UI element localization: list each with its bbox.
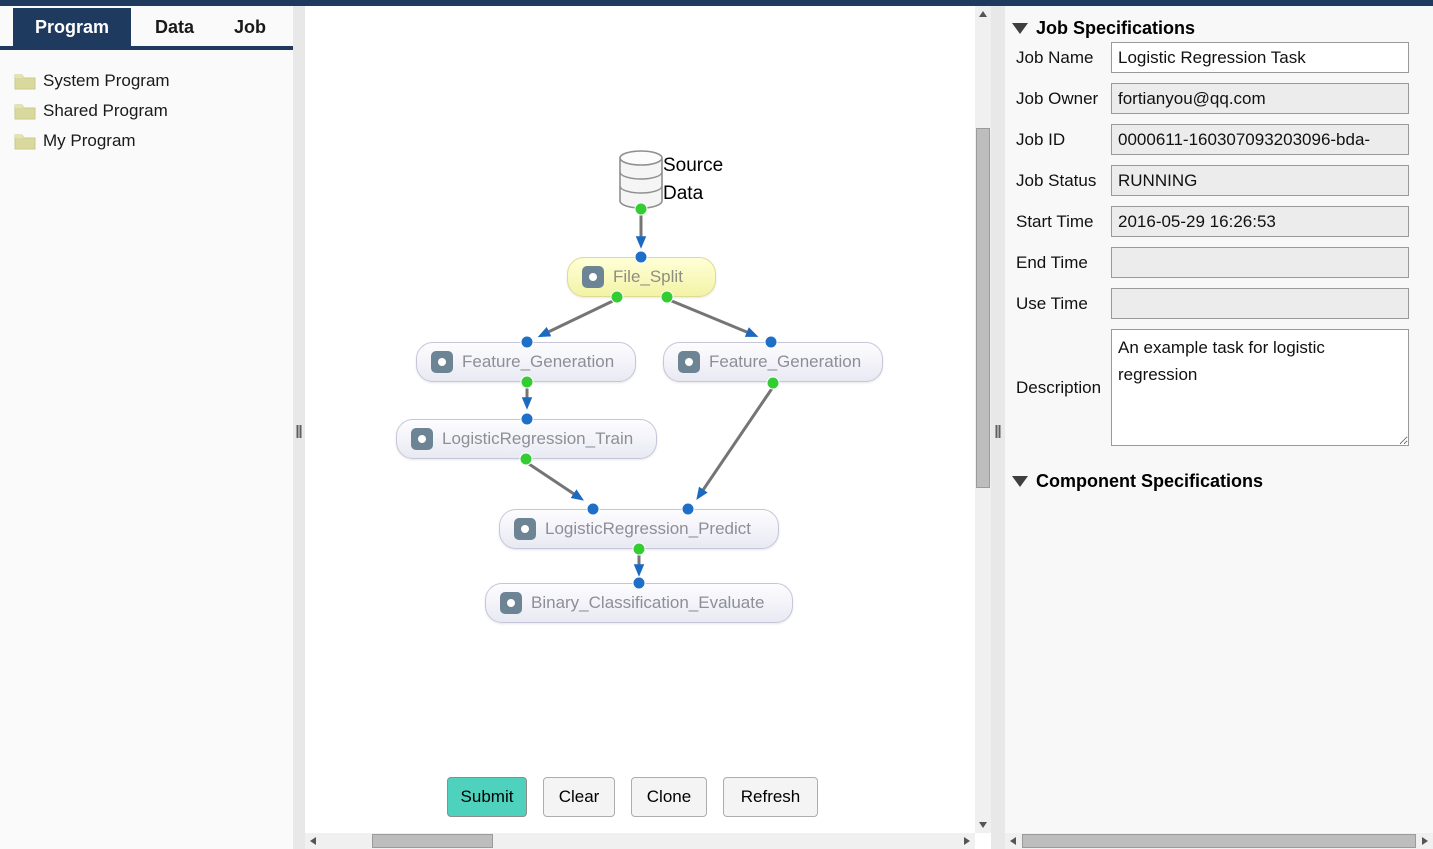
node-binary-classification-evaluate[interactable]: Binary_Classification_Evaluate [485,583,793,623]
job-specifications-header: Job Specifications [1012,14,1433,42]
edge-filesplit-to-fg-right [666,297,759,337]
node-label: Feature_Generation [709,352,862,371]
component-specifications-header: Component Specifications [1012,467,1433,495]
node-label: Feature_Generation [462,352,615,371]
field-label: Job Owner [1016,88,1099,108]
tree-item-label: System Program [43,71,170,90]
scroll-left-icon[interactable] [310,837,316,845]
edge-filesplit-to-fg-left [537,297,618,338]
component-icon [500,592,522,614]
tab-job[interactable]: Job [234,17,267,37]
tree-item-label: Shared Program [43,101,168,120]
node-logistic-regression-train[interactable]: LogisticRegression_Train [396,419,657,459]
job-id-input [1111,124,1409,155]
field-row-start-time: Start Time [1005,206,1433,237]
folder-icon [14,104,36,120]
field-row-job-status: Job Status [1005,165,1433,196]
clear-button[interactable]: Clear [543,777,615,817]
tree-item-shared-program[interactable]: Shared Program [14,96,293,126]
job-status-input [1111,165,1409,196]
collapse-triangle-icon[interactable] [1012,475,1028,487]
database-icon[interactable] [618,149,664,213]
panel-horizontal-scrollbar[interactable] [1005,833,1433,849]
component-icon [582,266,604,288]
collapse-triangle-icon[interactable] [1012,22,1028,34]
tree-item-label: My Program [43,131,136,150]
action-button-row: Submit Clear Clone Refresh [447,777,818,817]
scroll-right-icon[interactable] [964,837,970,845]
node-label: LogisticRegression_Predict [545,519,751,538]
edge-train-to-predict [525,460,584,501]
field-row-end-time: End Time [1005,247,1433,278]
component-icon [678,351,700,373]
sidebar-tabs: Program Data Job [0,6,293,50]
source-data-label: Source Data [663,155,724,204]
folder-icon [14,134,36,150]
folder-icon [14,74,36,90]
use-time-input [1111,288,1409,319]
section-title: Component Specifications [1036,470,1264,491]
field-label: Job Name [1016,47,1094,67]
field-row-description: Description An example task for logistic… [1005,329,1433,446]
workflow-canvas[interactable]: Source Data File_Split Feature_Generatio… [305,6,975,833]
node-feature-generation-left[interactable]: Feature_Generation [416,342,636,382]
section-title: Job Specifications [1036,17,1196,38]
program-sidebar: Program Data Job System Program Shared P… [0,6,293,849]
field-row-job-owner: Job Owner [1005,83,1433,114]
field-row-job-name: Job Name [1005,42,1433,73]
component-icon [514,518,536,540]
field-row-use-time: Use Time [1005,288,1433,319]
node-feature-generation-right[interactable]: Feature_Generation [663,342,883,382]
node-file-split[interactable]: File_Split [567,257,716,297]
job-specifications-panel: Job Specifications Job Name Job Owner Jo… [1005,6,1433,833]
edge-fg-right-to-predict [696,386,775,500]
submit-button[interactable]: Submit [447,777,527,817]
scrollbar-thumb[interactable] [1022,834,1416,848]
tree-item-my-program[interactable]: My Program [14,126,293,156]
scrollbar-thumb[interactable] [976,128,990,488]
job-owner-input [1111,83,1409,114]
top-navy-bar [0,0,1433,6]
end-time-input [1111,247,1409,278]
start-time-input [1111,206,1409,237]
node-logistic-regression-predict[interactable]: LogisticRegression_Predict [499,509,779,549]
scroll-left-icon[interactable] [1010,837,1016,845]
field-row-job-id: Job ID [1005,124,1433,155]
node-label: Binary_Classification_Evaluate [531,593,765,612]
tab-data[interactable]: Data [155,17,195,37]
splitter-grip-icon [296,425,302,438]
left-splitter[interactable] [293,6,305,849]
tab-program[interactable]: Program [13,8,132,46]
scroll-down-icon[interactable] [979,822,987,828]
right-splitter[interactable] [991,6,1005,849]
field-label: End Time [1016,252,1088,272]
scroll-right-icon[interactable] [1422,837,1428,845]
splitter-grip-icon [995,425,1001,438]
program-tree: System Program Shared Program My Program [0,50,293,156]
tree-item-system-program[interactable]: System Program [14,66,293,96]
component-icon [431,351,453,373]
scroll-up-icon[interactable] [979,11,987,17]
clone-button[interactable]: Clone [631,777,707,817]
node-label: File_Split [613,267,683,286]
job-name-input[interactable] [1111,42,1409,73]
canvas-vertical-scrollbar[interactable] [975,6,991,833]
field-label: Description [1016,377,1102,397]
canvas-horizontal-scrollbar[interactable] [305,833,975,849]
node-label: LogisticRegression_Train [442,429,634,448]
field-label: Use Time [1016,293,1088,313]
field-label: Job Status [1016,170,1097,190]
component-icon [411,428,433,450]
refresh-button[interactable]: Refresh [723,777,818,817]
field-label: Job ID [1016,129,1066,149]
description-textarea[interactable]: An example task for logistic regression [1111,329,1409,446]
scrollbar-thumb[interactable] [372,834,493,848]
field-label: Start Time [1016,211,1094,231]
